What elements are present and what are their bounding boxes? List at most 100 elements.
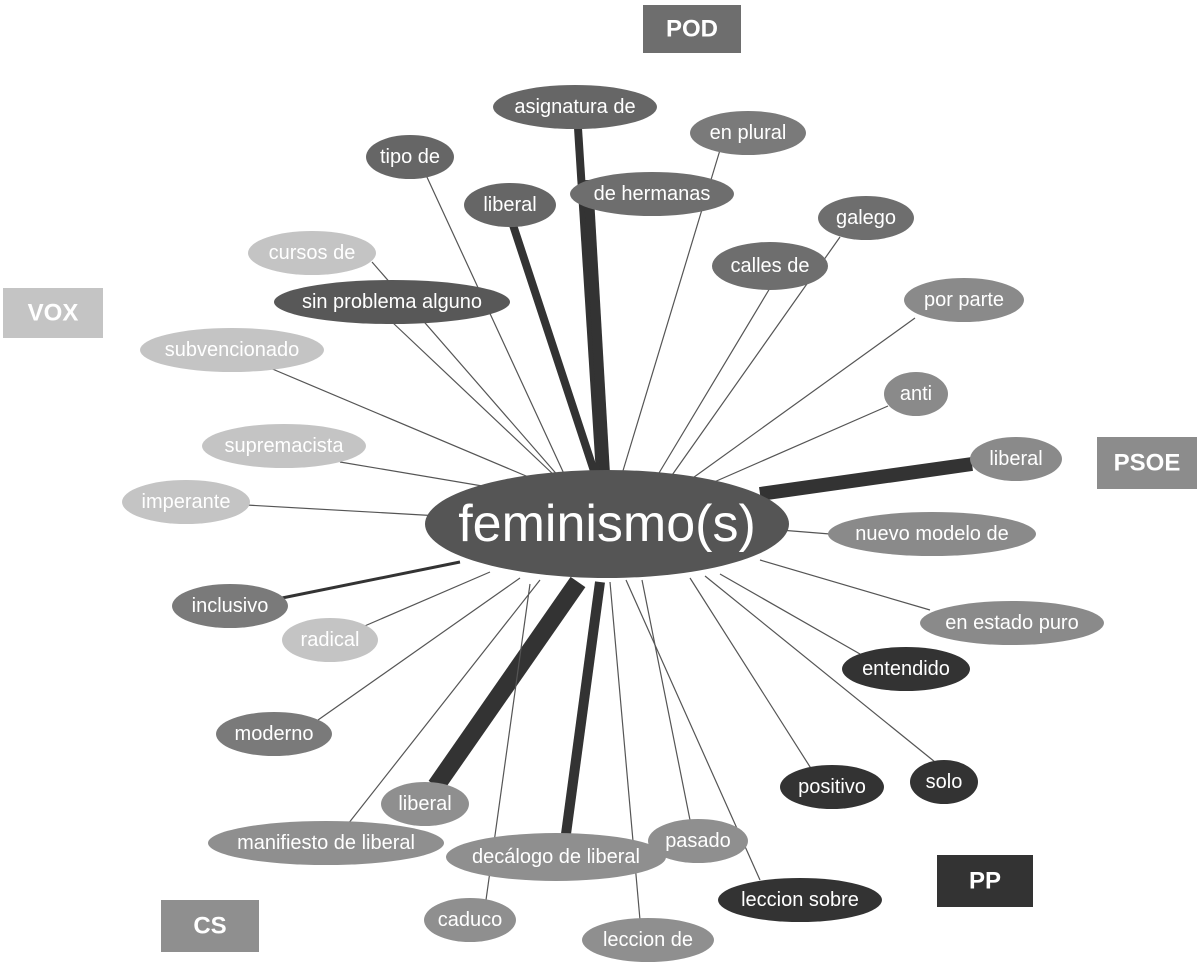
edge-decalogo-de-liberal xyxy=(561,581,605,835)
node-ellipse xyxy=(718,878,882,922)
node-label: cursos de xyxy=(269,242,356,264)
center-node: feminismo(s) xyxy=(425,470,789,578)
party-box xyxy=(161,900,259,952)
word-node-de-hermanas: de hermanas xyxy=(570,172,734,216)
node-ellipse xyxy=(910,760,978,804)
word-nodes-layer: asignatura de en plural tipo de liberal de h… xyxy=(122,85,1104,962)
word-node-liberal-pod: liberal xyxy=(464,183,556,227)
node-label: galego xyxy=(836,207,896,229)
word-node-en-estado-puro: en estado puro xyxy=(920,601,1104,645)
edge-imperante xyxy=(245,504,441,517)
node-label: sin problema alguno xyxy=(302,291,482,313)
node-label: pasado xyxy=(665,830,731,852)
edge-liberal-psoe xyxy=(759,457,973,501)
node-ellipse xyxy=(282,618,378,662)
node-label: leccion sobre xyxy=(741,889,859,911)
party-label-pod: POD xyxy=(643,5,741,53)
party-label-psoe: PSOE xyxy=(1097,437,1197,489)
node-label: en plural xyxy=(710,122,787,144)
party-text: PSOE xyxy=(1114,450,1181,477)
party-label-cs: CS xyxy=(161,900,259,952)
node-ellipse xyxy=(140,328,324,372)
node-ellipse xyxy=(920,601,1104,645)
node-ellipse xyxy=(582,918,714,962)
party-labels-layer: POD VOX PSOE CS PP xyxy=(3,5,1197,952)
node-ellipse xyxy=(570,172,734,216)
node-ellipse xyxy=(780,765,884,809)
node-label: nuevo modelo de xyxy=(855,523,1008,545)
node-ellipse xyxy=(970,437,1062,481)
node-ellipse xyxy=(172,584,288,628)
node-label: por parte xyxy=(924,289,1004,311)
edge-nuevo-modelo-de xyxy=(779,529,831,535)
edge-liberal-cs xyxy=(428,576,586,792)
node-label: imperante xyxy=(142,491,231,513)
word-node-calles-de: calles de xyxy=(712,242,828,290)
node-label: decálogo de liberal xyxy=(472,846,640,868)
word-node-solo: solo xyxy=(910,760,978,804)
word-node-radical: radical xyxy=(282,618,378,662)
edge-por-parte xyxy=(689,317,916,481)
node-label: calles de xyxy=(731,255,810,277)
word-node-manifiesto-de-liberal: manifiesto de liberal xyxy=(208,821,444,865)
word-node-leccion-sobre: leccion sobre xyxy=(718,878,882,922)
node-label: asignatura de xyxy=(514,96,635,118)
node-ellipse xyxy=(648,819,748,863)
node-label: en estado puro xyxy=(945,612,1078,634)
edge-liberal-pod xyxy=(508,220,599,476)
party-label-vox: VOX xyxy=(3,288,103,338)
word-node-en-plural: en plural xyxy=(690,111,806,155)
edge-manifiesto-de-liberal xyxy=(347,579,541,825)
edge-de-hermanas xyxy=(583,179,610,475)
edge-subvencionado xyxy=(269,367,546,485)
word-node-por-parte: por parte xyxy=(904,278,1024,322)
party-box xyxy=(3,288,103,338)
word-node-liberal-cs: liberal xyxy=(381,782,469,826)
edge-sin-problema-alguno xyxy=(391,321,556,477)
node-ellipse xyxy=(842,647,970,691)
party-box xyxy=(937,855,1033,907)
node-ellipse xyxy=(381,782,469,826)
node-label: leccion de xyxy=(603,929,693,951)
edge-tipo-de xyxy=(425,174,566,477)
node-label: liberal xyxy=(398,793,451,815)
center-label: feminismo(s) xyxy=(458,495,756,553)
node-label: tipo de xyxy=(380,146,440,168)
party-text: VOX xyxy=(28,300,79,327)
node-ellipse xyxy=(884,372,948,416)
party-box xyxy=(1097,437,1197,489)
word-node-liberal-psoe: liberal xyxy=(970,437,1062,481)
edge-solo xyxy=(704,575,936,763)
party-label-pp: PP xyxy=(937,855,1033,907)
node-label: inclusivo xyxy=(192,595,269,617)
party-text: POD xyxy=(666,16,718,43)
edge-inclusivo xyxy=(281,560,461,600)
node-label: entendido xyxy=(862,658,950,680)
node-label: solo xyxy=(926,771,963,793)
node-ellipse xyxy=(464,183,556,227)
node-ellipse xyxy=(712,242,828,290)
node-label: supremacista xyxy=(225,435,345,457)
node-ellipse xyxy=(274,280,510,324)
node-ellipse xyxy=(690,111,806,155)
word-node-asignatura-de: asignatura de xyxy=(493,85,657,129)
node-ellipse xyxy=(446,833,666,881)
center-ellipse xyxy=(425,470,789,578)
node-label: positivo xyxy=(798,776,866,798)
word-node-moderno: moderno xyxy=(216,712,332,756)
edge-radical xyxy=(359,571,491,629)
node-ellipse xyxy=(818,196,914,240)
word-node-imperante: imperante xyxy=(122,480,250,524)
word-node-entendido: entendido xyxy=(842,647,970,691)
word-node-positivo: positivo xyxy=(780,765,884,809)
node-label: radical xyxy=(301,629,360,651)
node-ellipse xyxy=(366,135,454,179)
word-node-nuevo-modelo-de: nuevo modelo de xyxy=(828,512,1036,556)
edge-pasado xyxy=(641,579,691,821)
word-node-anti: anti xyxy=(884,372,948,416)
node-ellipse xyxy=(493,85,657,129)
node-ellipse xyxy=(216,712,332,756)
node-ellipse xyxy=(122,480,250,524)
node-label: liberal xyxy=(483,194,536,216)
